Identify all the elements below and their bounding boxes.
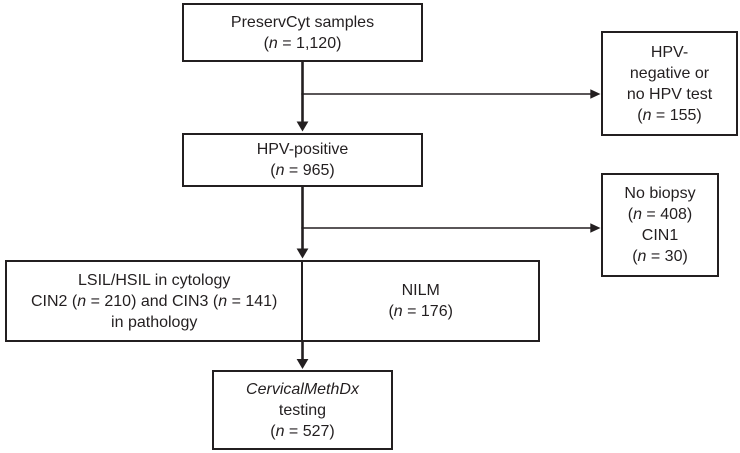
arrow-branch-to-no-biopsy (301, 223, 601, 233)
node-preservcyt-samples: PreservCyt samples(n = 1,120) (182, 3, 423, 62)
arrow-preservcyt-to-hpvpositive (296, 62, 309, 132)
cell-nilm: NILM(n = 176) (388, 282, 453, 320)
arrow-branch-to-hpv-negative (301, 89, 601, 99)
node-hpv-positive: HPV-positive(n = 965) (182, 133, 423, 187)
arrow-hpvpositive-to-triage (296, 187, 309, 259)
node-no-biopsy-cin1: No biopsy(n = 408)CIN1(n = 30) (601, 173, 719, 277)
arrow-triage-to-cervicalmethdx (296, 342, 309, 369)
